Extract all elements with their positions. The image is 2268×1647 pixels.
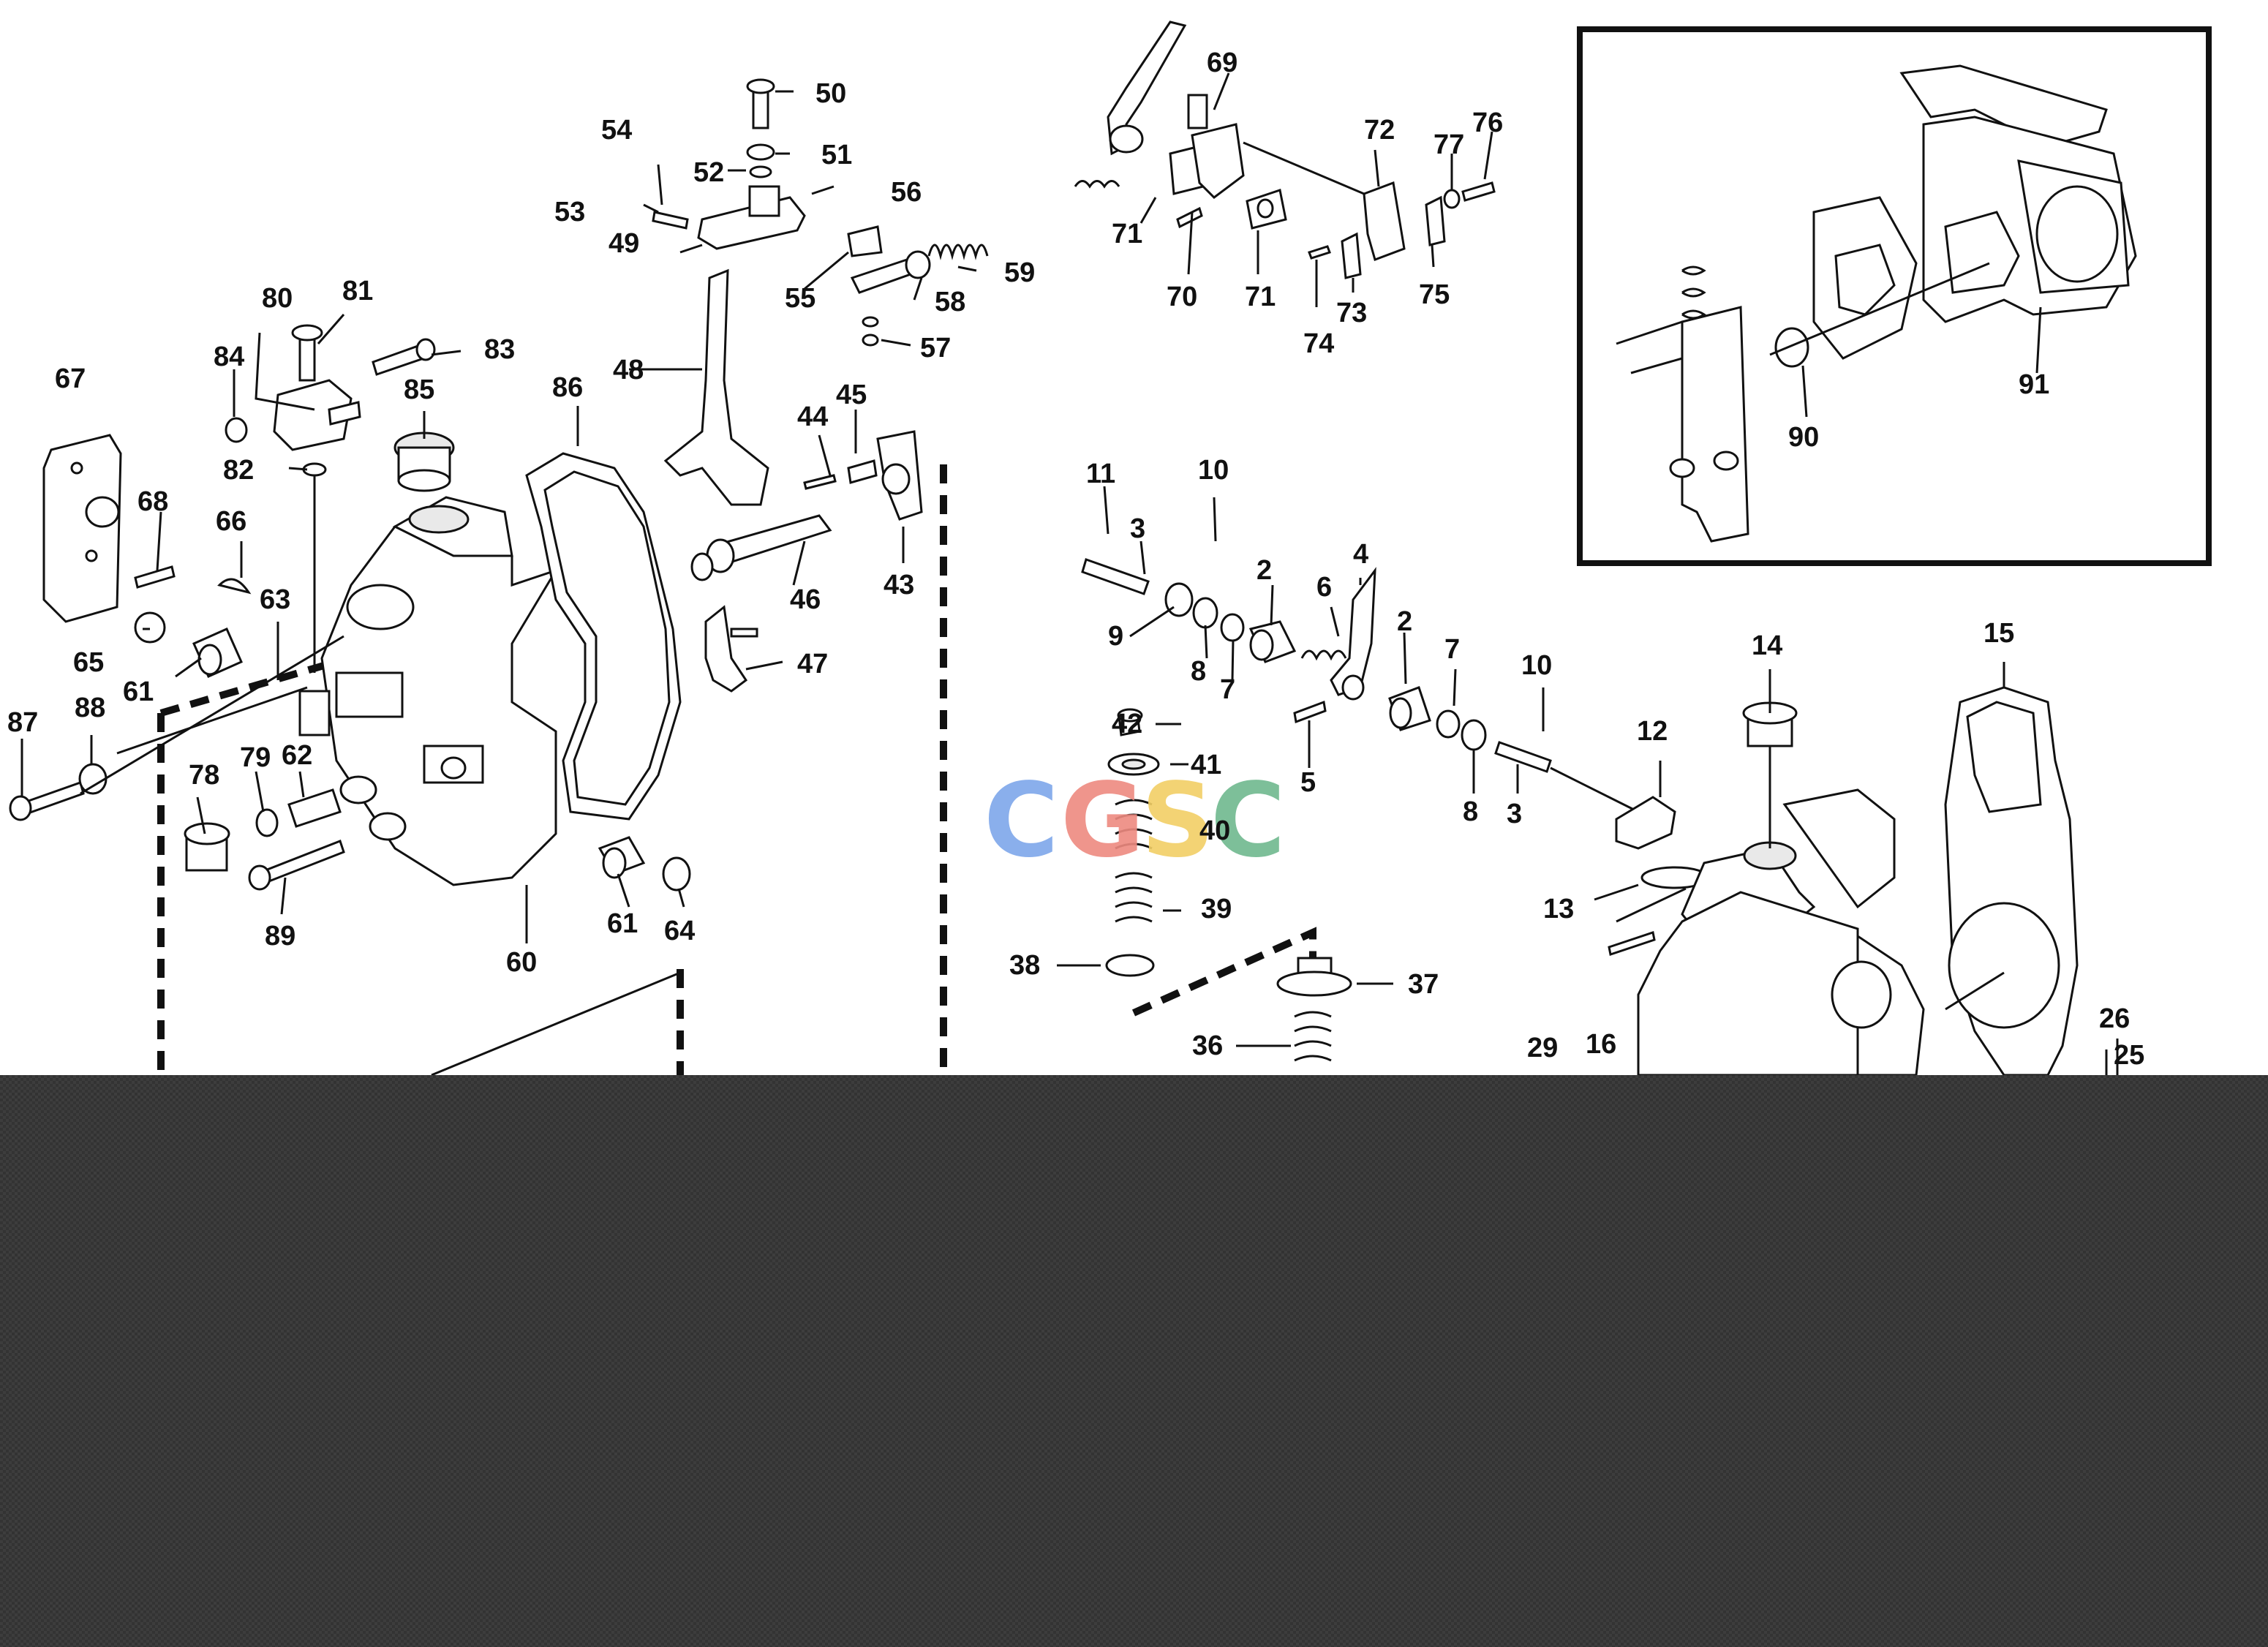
part-label: 58 — [935, 287, 965, 317]
part-label: 39 — [1201, 894, 1232, 924]
part-label: 78 — [189, 760, 219, 791]
part-label: 44 — [797, 402, 828, 432]
part-label: 59 — [1004, 257, 1035, 288]
part-label: 42 — [1112, 709, 1142, 739]
linkage-group — [1074, 20, 1496, 307]
part-label: 61 — [123, 676, 154, 707]
part-label: 36 — [1192, 1030, 1223, 1061]
part-label: 47 — [797, 649, 828, 679]
part-label: 11 — [1086, 459, 1115, 489]
watermark-letter: S — [1141, 761, 1215, 881]
part-label: 91 — [2019, 369, 2049, 400]
governor-lever — [663, 268, 769, 506]
part-label: 73 — [1336, 298, 1367, 328]
part-label: 51 — [821, 140, 852, 170]
part-label: 6 — [1316, 572, 1332, 603]
part-label: 56 — [891, 177, 922, 208]
part-label: 38 — [1009, 950, 1040, 981]
part-label: 16 — [1586, 1029, 1616, 1060]
part-label: 41 — [1191, 750, 1221, 780]
part-label: 63 — [260, 584, 290, 615]
part-label: 3 — [1130, 513, 1145, 544]
part-label: 29 — [1527, 1033, 1558, 1063]
part-label: 77 — [1433, 129, 1464, 160]
dark-overlay — [0, 1075, 2268, 1647]
part-label: 50 — [815, 78, 846, 109]
part-label: 83 — [484, 334, 515, 365]
part-label: 82 — [223, 455, 254, 486]
part-label: 68 — [137, 486, 168, 517]
part-label: 26 — [2099, 1003, 2130, 1034]
governor-cover-group — [9, 78, 989, 1077]
part-label: 87 — [7, 707, 38, 738]
part-label: 43 — [884, 570, 914, 600]
part-label: 7 — [1444, 634, 1460, 665]
part-label: 74 — [1303, 328, 1334, 359]
spring-stack — [1057, 708, 1393, 1062]
part-label: 53 — [554, 197, 585, 227]
part-label: 55 — [785, 283, 815, 314]
part-label: 88 — [75, 693, 105, 723]
part-label: 71 — [1112, 219, 1142, 249]
part-label: 80 — [262, 283, 293, 314]
part-label: 15 — [1983, 618, 2014, 649]
part-label: 10 — [1521, 650, 1552, 681]
part-label: 66 — [216, 506, 246, 537]
part-label: 71 — [1245, 282, 1276, 312]
part-label: 85 — [404, 374, 434, 405]
part-label: 84 — [214, 342, 244, 372]
part-label: 2 — [1397, 606, 1412, 637]
part-labels: 50 51 52 53 54 56 49 55 58 59 57 48 44 4… — [7, 48, 2144, 1071]
part-label: 4 — [1353, 539, 1368, 570]
watermark-letter: C — [1210, 761, 1286, 881]
part-label: 65 — [73, 647, 104, 678]
part-label: 9 — [1108, 621, 1123, 652]
part-label: 13 — [1543, 894, 1574, 924]
part-label: 61 — [607, 908, 638, 939]
part-label: 25 — [2114, 1040, 2144, 1071]
part-label: 2 — [1257, 555, 1272, 586]
inset-box — [1577, 26, 2212, 566]
part-label: 69 — [1207, 48, 1237, 78]
watermark-logo: C G S C — [984, 761, 1286, 881]
watermark-letter: G — [1060, 761, 1145, 881]
part-label: 90 — [1788, 422, 1819, 453]
part-label: 75 — [1419, 279, 1450, 310]
part-label: 64 — [664, 916, 695, 946]
mounting-bracket — [42, 434, 122, 623]
part-label: 52 — [693, 157, 724, 188]
part-label: 62 — [282, 740, 312, 771]
part-label: 72 — [1364, 115, 1395, 146]
part-label: 60 — [506, 947, 537, 978]
part-label: 46 — [790, 584, 821, 615]
part-label: 8 — [1463, 796, 1478, 827]
part-label: 67 — [55, 363, 86, 394]
part-label: 89 — [265, 921, 295, 951]
part-label: 10 — [1198, 455, 1229, 486]
part-label: 76 — [1472, 108, 1503, 138]
part-label: 5 — [1300, 767, 1316, 798]
part-label: 12 — [1637, 716, 1668, 747]
lever-shaft-group — [1081, 486, 1639, 813]
part-label: 48 — [613, 355, 644, 385]
part-label: 40 — [1199, 815, 1230, 846]
part-label: 54 — [601, 115, 632, 146]
spring — [927, 244, 989, 260]
part-label: 81 — [342, 276, 373, 306]
part-label: 70 — [1167, 282, 1197, 312]
part-label: 37 — [1408, 969, 1439, 1000]
part-label: 57 — [920, 333, 951, 363]
part-label: 86 — [552, 372, 583, 403]
watermark-letter: C — [984, 761, 1059, 881]
part-label: 8 — [1191, 656, 1206, 687]
part-label: 49 — [609, 228, 639, 259]
part-label: 3 — [1507, 799, 1522, 829]
part-label: 7 — [1220, 674, 1235, 705]
pump-housing-group — [1594, 662, 2119, 1077]
part-label: 45 — [836, 380, 867, 410]
part-label: 14 — [1752, 630, 1782, 661]
part-label: 79 — [240, 742, 271, 773]
